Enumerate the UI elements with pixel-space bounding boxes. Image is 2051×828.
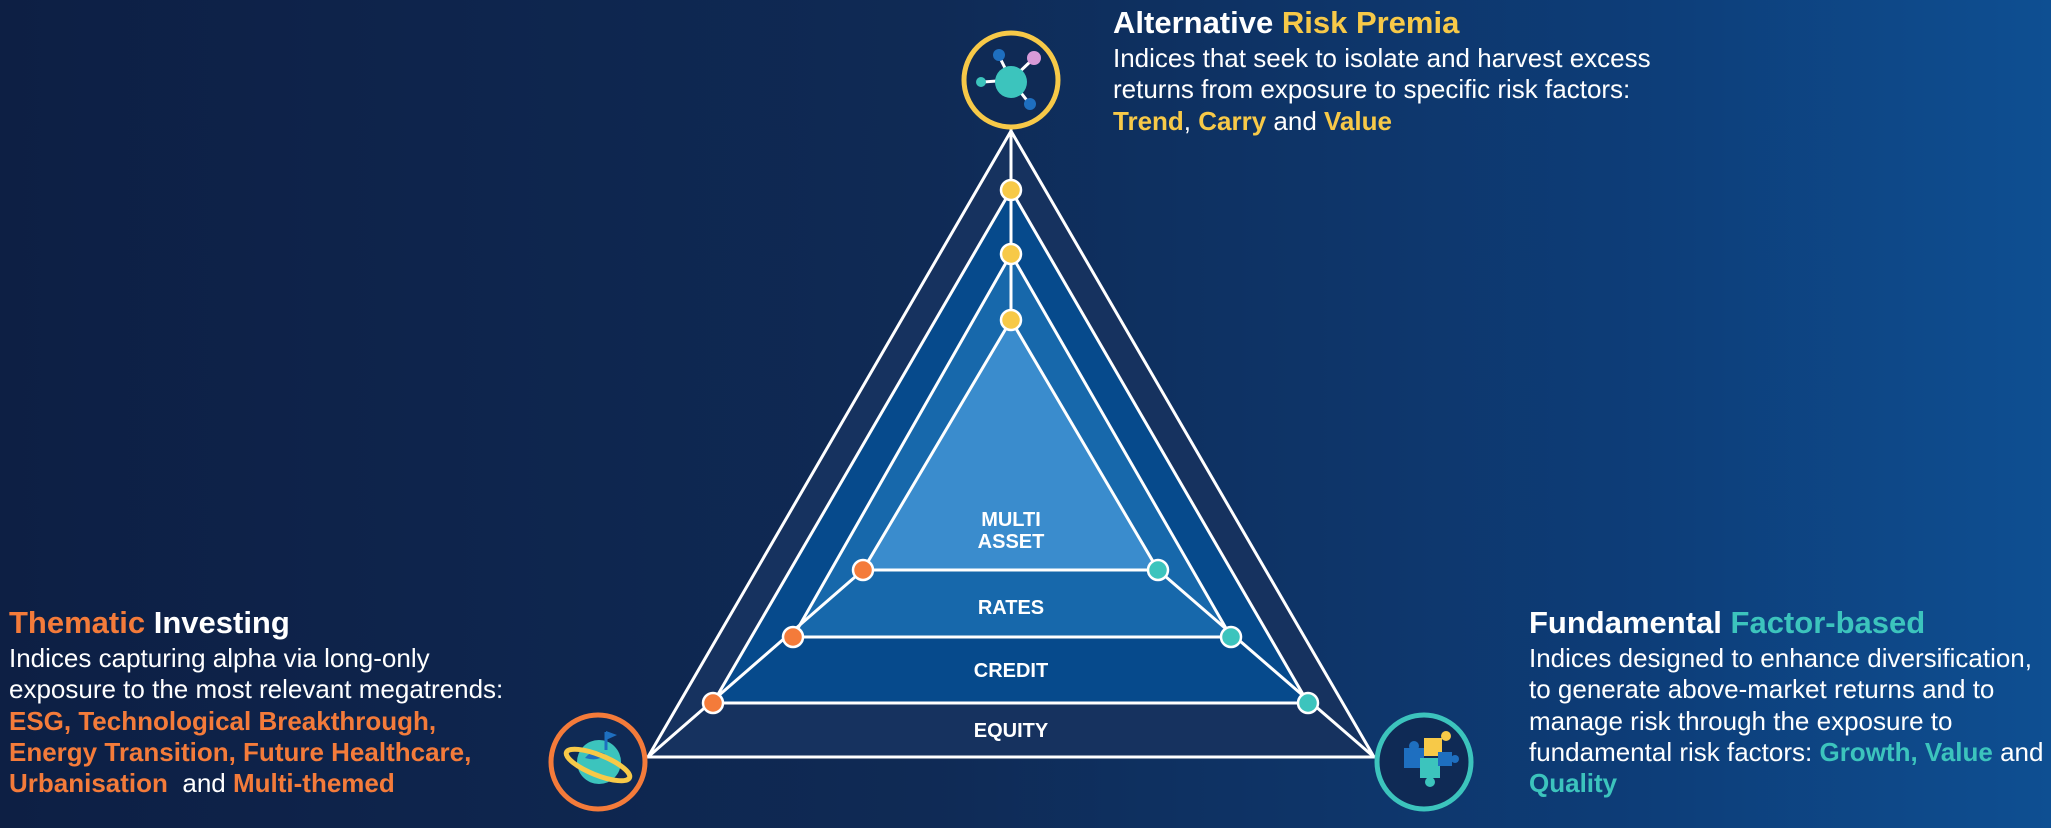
- yellow-dot: [999, 242, 1023, 266]
- right-title-plain: Fundamental: [1529, 605, 1731, 640]
- top-title-plain: Alternative: [1113, 5, 1282, 40]
- yellow-dot: [999, 308, 1023, 332]
- right-and: and: [1992, 736, 2044, 767]
- left-title: Thematic Investing: [9, 604, 529, 641]
- alternative-risk-premia-block: Alternative Risk Premia Indices that see…: [1113, 4, 1673, 137]
- top-title-accent: Risk Premia: [1281, 5, 1460, 40]
- orange-dot: [851, 558, 875, 582]
- top-title: Alternative Risk Premia: [1113, 4, 1673, 41]
- left-desc-prefix: Indices capturing alpha via long-only ex…: [9, 643, 504, 705]
- orange-dot: [781, 625, 805, 649]
- left-connector: [647, 568, 864, 759]
- right-last-item: Quality: [1529, 767, 1618, 798]
- top-desc-prefix: Indices that seek to isolate and harvest…: [1113, 43, 1651, 105]
- top-item-trend: Trend: [1113, 105, 1184, 136]
- fundamental-factor-block: Fundamental Factor-based Indices designe…: [1529, 604, 2049, 799]
- teal-dot: [1146, 558, 1170, 582]
- teal-dot: [1296, 691, 1320, 715]
- rates-label: RATES: [978, 597, 1044, 619]
- planet-icon: [548, 712, 648, 812]
- top-sep2: and: [1266, 105, 1325, 136]
- right-connector: [1157, 568, 1375, 759]
- top-item-carry: Carry: [1198, 105, 1267, 136]
- left-and: and: [167, 767, 233, 798]
- left-title-plain: Investing: [145, 605, 290, 640]
- teal-dot: [1219, 625, 1243, 649]
- yellow-dot: [999, 178, 1023, 202]
- left-last-item: Multi-themed: [232, 767, 395, 798]
- top-description: Indices that seek to isolate and harvest…: [1113, 43, 1673, 137]
- right-desc-prefix: Indices designed to enhance diversificat…: [1529, 643, 2032, 767]
- left-items: ESG, Technological Breakthrough, Energy …: [9, 705, 472, 798]
- top-sep1: ,: [1183, 105, 1199, 136]
- top-item-value: Value: [1324, 105, 1392, 136]
- molecule-icon: [961, 30, 1061, 130]
- left-description: Indices capturing alpha via long-only ex…: [9, 643, 529, 799]
- equity-label: EQUITY: [974, 720, 1049, 742]
- orange-dot: [701, 691, 725, 715]
- left-title-accent: Thematic: [9, 605, 146, 640]
- right-title: Fundamental Factor-based: [1529, 604, 2049, 641]
- credit-label: CREDIT: [974, 660, 1048, 682]
- puzzle-icon: [1374, 712, 1474, 812]
- right-items: Growth, Value: [1819, 736, 1993, 767]
- multi-asset-label-line1: MULTI: [981, 509, 1041, 531]
- right-description: Indices designed to enhance diversificat…: [1529, 643, 2049, 799]
- multi-asset-layer: [860, 317, 1161, 572]
- multi-asset-label-line2: ASSET: [978, 531, 1045, 553]
- thematic-investing-block: Thematic Investing Indices capturing alp…: [9, 604, 529, 799]
- right-title-accent: Factor-based: [1730, 605, 1926, 640]
